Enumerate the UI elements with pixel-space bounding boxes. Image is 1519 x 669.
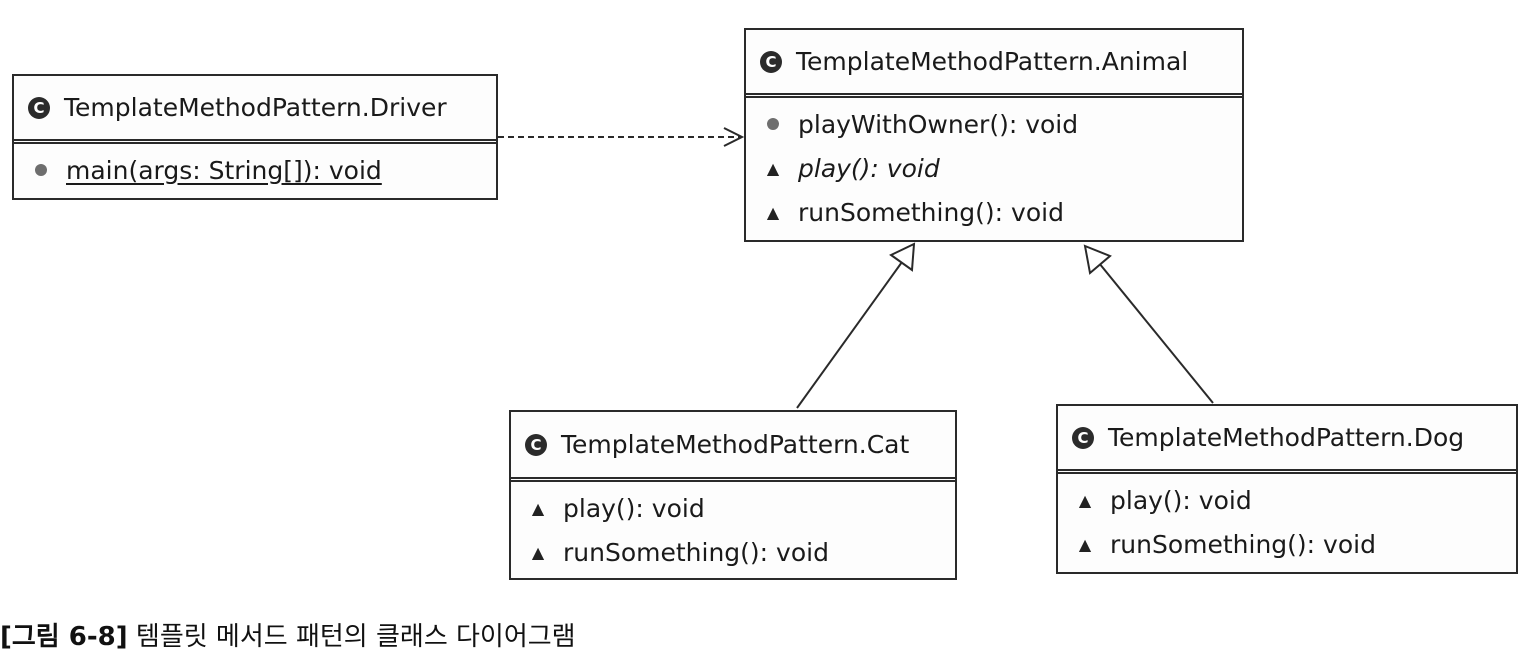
class-icon: C: [28, 96, 50, 119]
method-run-something[interactable]: runSomething(): void: [1074, 522, 1500, 566]
public-method-icon: [30, 160, 52, 181]
method-run-something-label: runSomething(): void: [563, 537, 829, 567]
method-play-with-owner[interactable]: playWithOwner(): void: [762, 102, 1226, 146]
animal-methods: playWithOwner(): void play(): void runSo…: [746, 98, 1242, 240]
figure-caption: [그림 6-8] 템플릿 메서드 패턴의 클래스 다이어그램: [0, 616, 576, 653]
driver-methods: main(args: String[]): void: [14, 144, 496, 198]
package-method-icon: [527, 542, 549, 563]
figure-caption-text: 템플릿 메서드 패턴의 클래스 다이어그램: [135, 622, 576, 652]
driver-class-name: TemplateMethodPattern.Driver: [64, 93, 447, 122]
method-run-something[interactable]: runSomething(): void: [527, 530, 939, 574]
method-run-something[interactable]: runSomething(): void: [762, 190, 1226, 234]
dog-class-header: C TemplateMethodPattern.Dog: [1058, 406, 1516, 474]
cat-class-name: TemplateMethodPattern.Cat: [561, 430, 910, 459]
animal-class-header: C TemplateMethodPattern.Animal: [746, 30, 1242, 98]
method-main[interactable]: main(args: String[]): void: [30, 148, 480, 192]
class-icon: C: [525, 433, 547, 456]
method-play[interactable]: play(): void: [1074, 478, 1500, 522]
method-play-with-owner-label: playWithOwner(): void: [798, 109, 1079, 139]
package-method-icon: [527, 498, 549, 519]
driver-class-header: C TemplateMethodPattern.Driver: [14, 76, 496, 144]
public-method-icon: [762, 114, 784, 135]
dog-methods: play(): void runSomething(): void: [1058, 474, 1516, 572]
method-play[interactable]: play(): void: [527, 486, 939, 530]
method-run-something-label: runSomething(): void: [1110, 529, 1376, 559]
animal-class-name: TemplateMethodPattern.Animal: [796, 47, 1189, 76]
cat-generalization-line: [796, 261, 903, 409]
method-play-label: play(): void: [1110, 485, 1252, 515]
method-run-something-label: runSomething(): void: [798, 197, 1064, 227]
package-method-icon: [1074, 490, 1096, 511]
figure-label: [그림 6-8]: [0, 622, 128, 652]
cat-methods: play(): void runSomething(): void: [511, 482, 955, 580]
cat-class-header: C TemplateMethodPattern.Cat: [511, 412, 955, 482]
dog-class[interactable]: C TemplateMethodPattern.Dog play(): void…: [1056, 404, 1518, 574]
dog-generalization-line: [1098, 262, 1214, 404]
driver-class[interactable]: C TemplateMethodPattern.Driver main(args…: [12, 74, 498, 200]
package-method-icon: [762, 202, 784, 223]
method-play-abstract[interactable]: play(): void: [762, 146, 1226, 190]
package-method-icon: [1074, 534, 1096, 555]
method-main-label: main(args: String[]): void: [66, 155, 382, 185]
cat-generalization-arrowhead: [889, 242, 916, 272]
method-play-label: play(): void: [563, 493, 705, 523]
class-icon: C: [1072, 426, 1094, 449]
dog-generalization-arrowhead: [1083, 244, 1112, 275]
animal-class[interactable]: C TemplateMethodPattern.Animal playWithO…: [744, 28, 1244, 242]
dog-class-name: TemplateMethodPattern.Dog: [1108, 423, 1465, 452]
class-icon: C: [760, 50, 782, 73]
dependency-arrowhead: [723, 127, 745, 147]
method-play-label: play(): void: [798, 153, 940, 183]
cat-class[interactable]: C TemplateMethodPattern.Cat play(): void…: [509, 410, 957, 580]
package-method-icon: [762, 158, 784, 179]
